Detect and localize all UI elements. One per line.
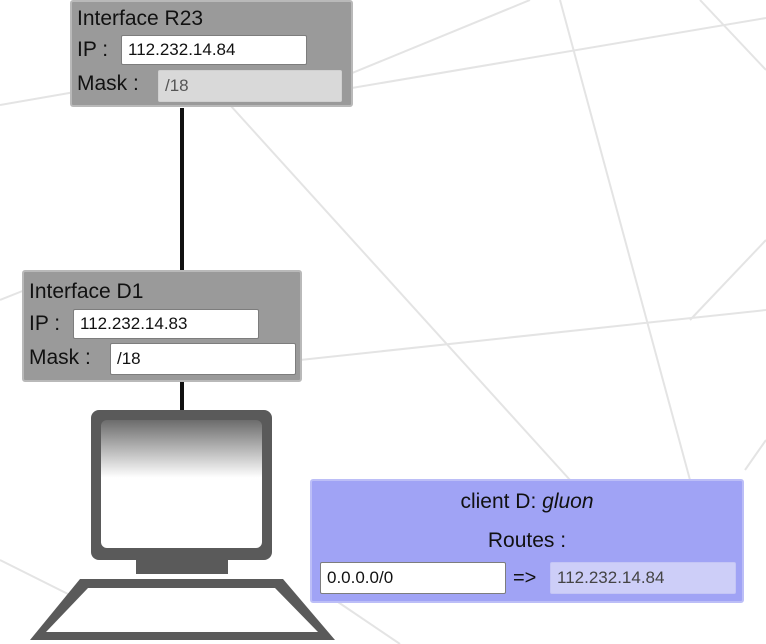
interface-d1-panel: Interface D1 IP : 112.232.14.83 Mask : /… [22,270,302,382]
route-arrow: => [513,567,537,589]
ip-field[interactable]: 112.232.14.84 [121,35,307,65]
mask-field: /18 [158,70,342,102]
interface-title: Interface D1 [29,280,144,303]
routes-label: Routes : [487,529,567,552]
ip-label: IP : [29,312,61,335]
mask-field[interactable]: /18 [110,343,296,375]
mask-label: Mask : [29,346,91,369]
route-gateway-field: 112.232.14.84 [550,562,736,594]
client-heading: client D: gluon [312,489,742,515]
mask-label: Mask : [77,72,139,95]
interface-r23-panel: Interface R23 IP : 112.232.14.84 Mask : … [70,0,353,107]
ip-label: IP : [77,38,109,61]
client-panel: client D: gluon Routes : 0.0.0.0/0 => 11… [310,479,744,603]
computer-icon[interactable] [30,410,335,640]
client-name: gluon [542,490,594,513]
interface-title: Interface R23 [77,7,204,30]
route-destination-field[interactable]: 0.0.0.0/0 [320,562,506,594]
client-prefix: client D: [460,490,543,513]
ip-field[interactable]: 112.232.14.83 [73,309,259,339]
